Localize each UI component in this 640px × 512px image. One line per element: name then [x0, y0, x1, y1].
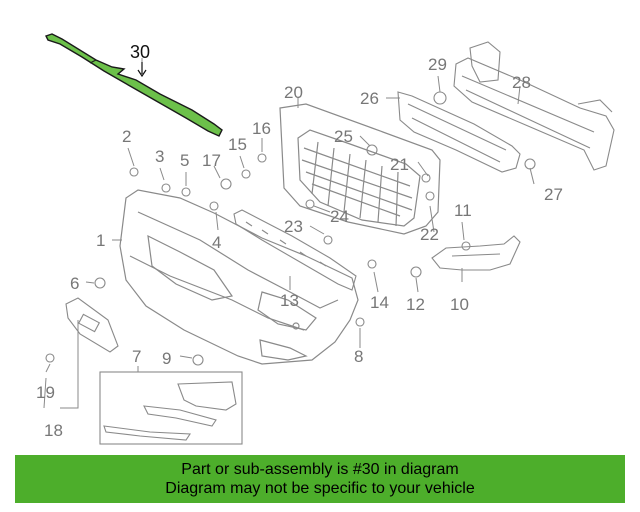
- callout-15: 15: [228, 135, 247, 154]
- callout-26: 26: [360, 89, 379, 108]
- callout-9: 9: [162, 349, 171, 368]
- callout-7: 7: [132, 347, 141, 366]
- callout-24: 24: [330, 207, 349, 226]
- lamp-trim: [103, 381, 237, 441]
- callout-28: 28: [512, 73, 531, 92]
- callout-16: 16: [252, 119, 271, 138]
- callout-29: 29: [428, 55, 447, 74]
- banner-line-2: Diagram may not be specific to your vehi…: [165, 480, 475, 497]
- callout-17: 17: [202, 151, 221, 170]
- callout-6: 6: [70, 274, 79, 293]
- callout-27: 27: [544, 185, 563, 204]
- license-bracket: [65, 297, 119, 353]
- part-30-highlighted[interactable]: [45, 33, 223, 137]
- callout-labels: 1 2 3 4 5 6 7 8 9 10 11 12 13 14 15 16 1…: [36, 42, 563, 440]
- assembly-7-box: [99, 371, 243, 445]
- callout-25: 25: [334, 127, 353, 146]
- callout-10: 10: [450, 295, 469, 314]
- callout-1: 1: [96, 231, 105, 250]
- callout-23: 23: [284, 217, 303, 236]
- banner-line-1: Part or sub-assembly is #30 in diagram: [181, 461, 459, 478]
- grille-panel: [279, 103, 441, 235]
- callout-8: 8: [354, 347, 363, 366]
- callout-22: 22: [420, 225, 439, 244]
- callout-4: 4: [212, 233, 221, 252]
- impact-bar: [453, 41, 615, 171]
- callout-13: 13: [280, 291, 299, 310]
- callout-30-arrow: [137, 62, 147, 78]
- leader-lines: [43, 58, 535, 409]
- callout-12: 12: [406, 295, 425, 314]
- energy-absorber: [397, 91, 521, 173]
- bumper-cover: [119, 189, 359, 365]
- fasteners: [45, 91, 536, 366]
- callout-21: 21: [390, 155, 409, 174]
- callout-2: 2: [122, 127, 131, 146]
- callout-19: 19: [36, 383, 55, 402]
- lower-reinforcement: [233, 209, 357, 291]
- callout-3: 3: [155, 147, 164, 166]
- info-banner: Part or sub-assembly is #30 in diagram D…: [15, 455, 625, 503]
- parts-diagram: 1 2 3 4 5 6 7 8 9 10 11 12 13 14 15 16 1…: [36, 33, 615, 445]
- callout-11: 11: [454, 201, 472, 220]
- callout-14: 14: [370, 293, 389, 312]
- side-bracket: [431, 235, 521, 271]
- part-30-detail: [89, 59, 125, 75]
- callout-18: 18: [44, 421, 63, 440]
- callout-5: 5: [180, 151, 189, 170]
- callout-20: 20: [284, 83, 303, 102]
- callout-30: 30: [130, 42, 150, 62]
